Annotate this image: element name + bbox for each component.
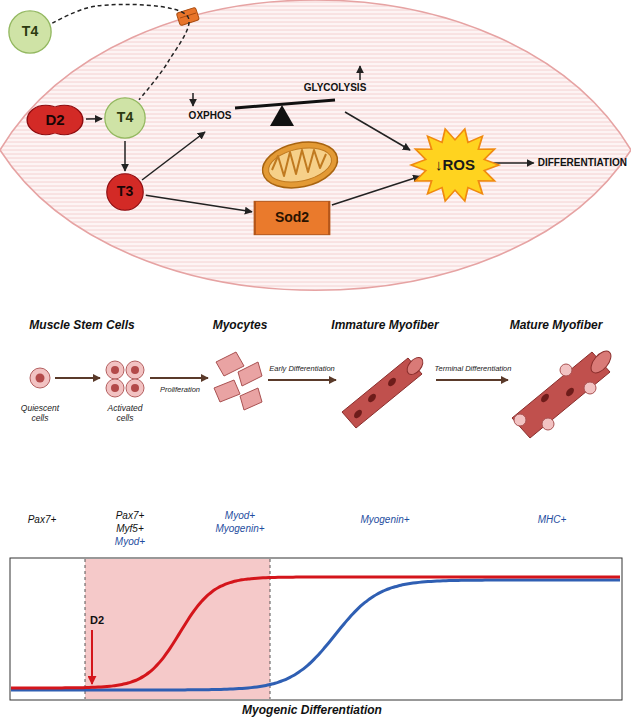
outcome-label: DIFFERENTIATION [538,157,627,169]
step-label: Terminal Differentiation [435,365,512,374]
d2-arrow [91,630,93,684]
node-text: ↓ROS [435,157,475,174]
chart-marker-label: D2 [90,614,104,627]
chart-frame [10,558,622,700]
starburst: ↓ROS [411,128,499,202]
node-text: D2 [45,112,64,129]
marker-label: MHC+ [538,514,567,526]
myocytes [214,352,262,410]
node-text: Sod2 [275,210,309,225]
stage-title: Muscle Stem Cells [29,319,134,333]
marker-label: Pax7+ [116,510,145,522]
hormone-circle: T3 [106,173,144,211]
connector [86,118,102,120]
stage-title: Myocytes [213,319,268,333]
node-text: T3 [117,184,133,199]
extra-arrows [491,163,534,164]
dashed-bound [270,559,271,699]
cell-state-label: Quiescent cells [14,404,66,424]
marker-label: Myf5+ [116,523,144,535]
flow-arrow [491,162,534,164]
down-arrow [192,93,194,106]
mitochondrion [258,136,341,195]
cell-state-label: Activated cells [99,404,151,424]
node-text: T4 [117,110,133,125]
marker-label: Myod+ [225,510,255,522]
pathway-label: GLYCOLYSIS [304,82,367,94]
up-arrow [359,66,361,80]
marker-label: Myogenin+ [215,523,264,535]
marker-label: Pax7+ [28,514,57,526]
connector [124,141,126,171]
balance [235,100,335,126]
pathway-label: OXPHOS [189,110,232,122]
enzyme-blob: D2 [26,97,84,143]
curves [11,577,620,690]
hormone-circle: T4 [104,97,146,139]
mature-myofiber [512,348,615,438]
myogenin-curve [11,580,620,690]
flow-arrow [345,112,410,150]
hormone-circle: T4 [8,10,52,54]
connector [52,4,189,99]
muscle-fiber [0,0,631,290]
step-label: Early Differentiation [269,365,334,374]
stage-title: Immature Myofiber [331,319,438,333]
node-text: T4 [22,24,38,39]
stage-arrows [55,378,508,380]
marker-label: Myod+ [115,536,145,548]
quiescent-cell [30,368,50,388]
caption: Myogenic Differentiation [242,704,382,718]
activated-cells [106,361,144,397]
connector [146,195,252,212]
enzyme-box: Sod2 [254,201,330,235]
flow-arrow [142,132,205,180]
step-label: Proliferation [160,386,200,395]
stage-title: Mature Myofiber [510,319,603,333]
connector [332,176,420,205]
marker-label: Myogenin+ [360,514,409,526]
dashed-bound [85,559,86,699]
immature-myofiber [342,354,426,428]
d2-curve [11,577,620,688]
